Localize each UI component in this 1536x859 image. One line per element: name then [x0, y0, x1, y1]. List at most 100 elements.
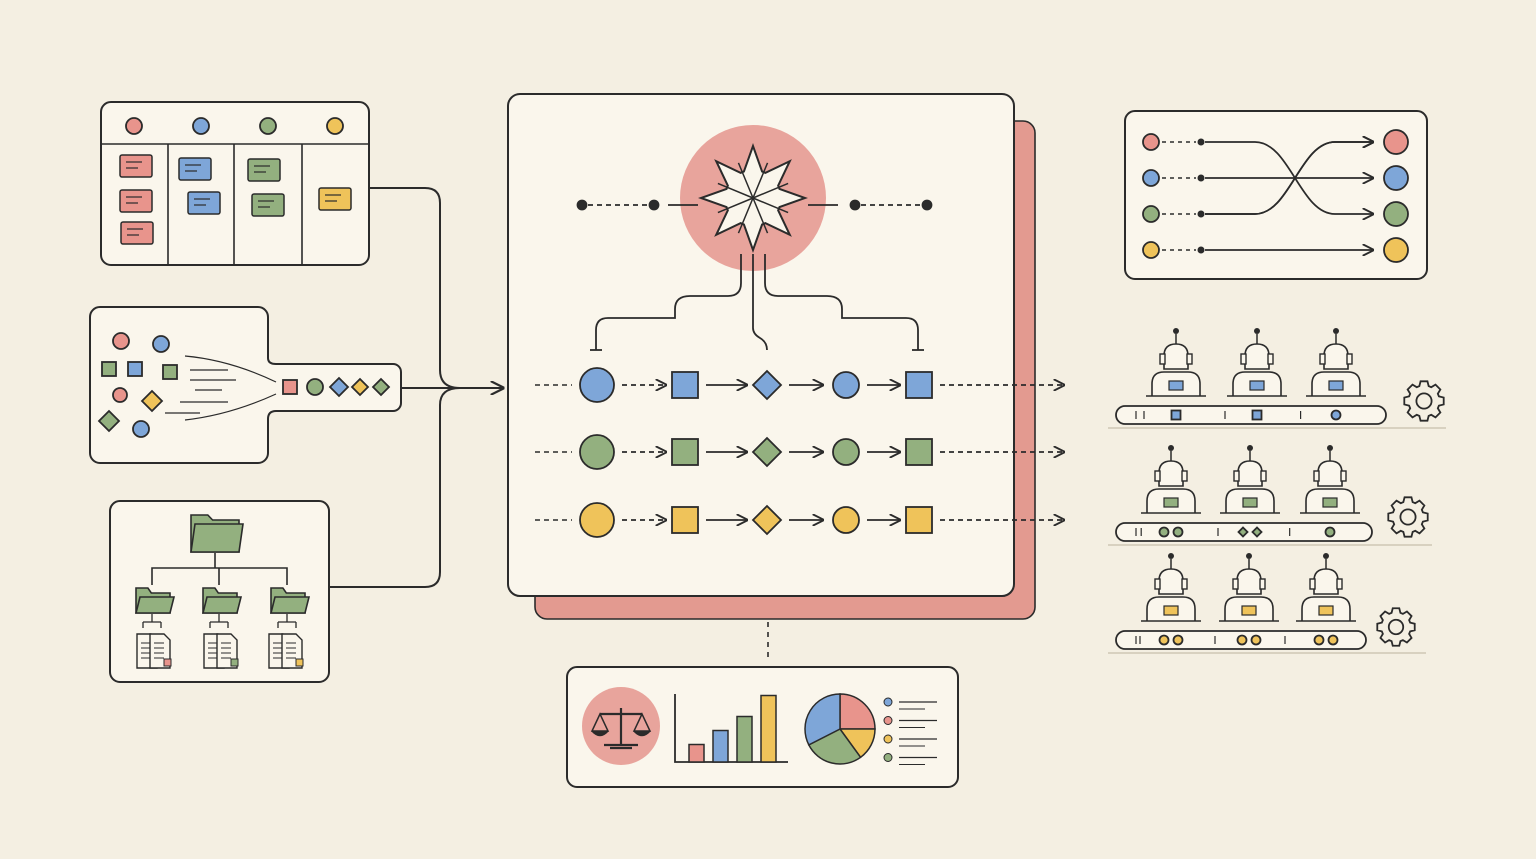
belt-item: [1236, 634, 1248, 646]
assembly-line-green: [1108, 445, 1432, 546]
kanban-card: [187, 191, 221, 215]
pie-chart-icon: [804, 693, 876, 765]
bar: [760, 694, 777, 763]
evaluation-panel: [566, 666, 959, 788]
belt-item: [1324, 526, 1336, 538]
pie-slice: [807, 728, 862, 765]
bar: [712, 729, 729, 763]
router-node: [1197, 246, 1205, 254]
input-item: [140, 389, 164, 413]
gear-icon: [1387, 496, 1429, 538]
robot-badge: [1322, 497, 1338, 508]
data-funnel-panel: [89, 306, 402, 464]
router-input: [1142, 205, 1160, 223]
legend-dot: [883, 753, 893, 762]
input-item: [101, 361, 117, 377]
workflow-step-square: [671, 438, 699, 466]
workflow-step-circle: [832, 438, 860, 466]
router-path: [1205, 142, 1373, 215]
flow-line: [184, 393, 277, 421]
star-burst-icon: [698, 143, 808, 253]
robot-agent-icon: [1220, 445, 1280, 514]
robot-agent-icon: [1141, 553, 1201, 622]
starburst-ray: [717, 182, 754, 199]
workflow-step-circle: [832, 371, 860, 399]
pie-slice: [804, 693, 841, 746]
input-item: [112, 332, 130, 350]
router-input: [1142, 169, 1160, 187]
sorted-item: [306, 378, 324, 396]
router-node: [1197, 138, 1205, 146]
input-item: [127, 361, 143, 377]
router-input: [1142, 241, 1160, 259]
input-item: [152, 335, 170, 353]
input-connectors: [330, 187, 503, 588]
sorted-item: [350, 377, 370, 397]
robot-agent-icon: [1296, 553, 1356, 622]
tree-branches: [151, 553, 288, 585]
kanban-card: [119, 189, 153, 213]
gear-icon: [1376, 607, 1416, 647]
document-tag: [295, 658, 304, 667]
robot-agent-icon: [1146, 328, 1206, 397]
belt-item: [1158, 526, 1170, 538]
kanban-card: [119, 154, 153, 178]
workflow-step-square: [905, 438, 933, 466]
robot-badge: [1163, 497, 1179, 508]
scales-icon: [590, 708, 652, 750]
kanban-card: [318, 187, 352, 211]
legend-dot: [883, 697, 893, 707]
starburst-ray: [752, 197, 769, 234]
belt-item: [1172, 634, 1184, 646]
router-panel: [1124, 110, 1428, 280]
router-output: [1383, 129, 1409, 155]
router-input: [1142, 133, 1160, 151]
assembly-line-blue: [1108, 328, 1446, 429]
column-dot: [125, 117, 143, 135]
starburst-ray: [752, 197, 789, 214]
column-dot: [259, 117, 277, 135]
tree-leaf-branch: [209, 614, 229, 628]
starburst-ray: [752, 182, 789, 199]
workflow-step-square: [905, 506, 933, 534]
workflow-step-square: [905, 371, 933, 399]
workflow-step-diamond: [751, 504, 783, 536]
starburst-ray: [737, 162, 754, 199]
belt-item: [1172, 526, 1184, 538]
core-io-lines: [576, 199, 933, 351]
document-tag: [163, 658, 172, 667]
document-tag: [230, 658, 239, 667]
belt-item: [1251, 409, 1263, 421]
workflow-step-circle: [832, 506, 860, 534]
gear-icon: [1403, 380, 1445, 422]
kanban-card: [178, 157, 212, 181]
legend-list-icon: [883, 697, 937, 765]
belt-item: [1250, 634, 1262, 646]
starburst-ray: [752, 162, 769, 199]
belt-item: [1158, 634, 1170, 646]
bar-chart-icon: [674, 694, 788, 763]
robot-agent-icon: [1306, 328, 1366, 397]
tree-leaf-branch: [277, 614, 297, 628]
robot-badge: [1318, 605, 1334, 616]
belt-item: [1330, 409, 1342, 421]
belt-item: [1313, 634, 1325, 646]
legend-dot: [883, 734, 893, 744]
robot-badge: [1163, 605, 1179, 616]
robot-badge: [1242, 497, 1258, 508]
pie-slice: [839, 693, 876, 730]
sorted-item: [328, 376, 350, 398]
workflow-step-diamond: [751, 436, 783, 468]
sorted-item: [282, 379, 298, 395]
workflow-step-circle: [579, 434, 615, 470]
workflow-step-circle: [579, 367, 615, 403]
starburst-ray: [737, 197, 754, 234]
belt-item: [1170, 409, 1182, 421]
input-item: [132, 420, 150, 438]
agent-assembly-lines: [1108, 328, 1446, 654]
robot-agent-icon: [1141, 445, 1201, 514]
input-item: [112, 387, 128, 403]
router-output: [1383, 237, 1409, 263]
router-node: [1197, 210, 1205, 218]
